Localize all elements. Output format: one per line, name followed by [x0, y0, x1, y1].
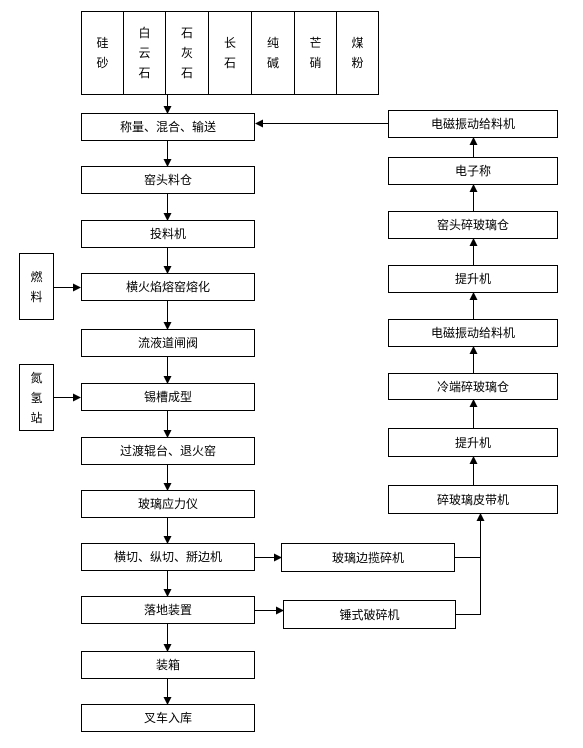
- nitrogen-hydrogen-station: 氮氢站: [19, 364, 54, 431]
- raw-material-limestone: 石灰石: [180, 25, 193, 80]
- step-tin-bath-forming: 锡槽成型: [81, 383, 255, 411]
- kiln-head-cullet-bin: 窑头碎玻璃仓: [388, 211, 558, 239]
- glass-edge-crusher: 玻璃边揽碎机: [281, 543, 455, 572]
- step-cutting-snapping: 横切、纵切、掰边机: [81, 543, 255, 571]
- electromagnetic-vibrating-feeder-upper: 电磁振动给料机: [388, 110, 558, 138]
- step-packing: 装箱: [81, 651, 255, 679]
- cullet-belt-conveyor: 碎玻璃皮带机: [388, 485, 558, 514]
- step-batch-charger: 投料机: [81, 220, 255, 248]
- step-stress-meter: 玻璃应力仪: [81, 490, 255, 518]
- step-weighing-mixing-conveying: 称量、混合、输送: [81, 113, 255, 141]
- cold-end-cullet-bin: 冷端碎玻璃仓: [388, 373, 558, 400]
- elevator-upper: 提升机: [388, 265, 558, 293]
- step-cross-fired-furnace-melting: 横火焰熔窑熔化: [81, 273, 255, 301]
- hammer-crusher-to-belt-line: [456, 513, 485, 615]
- electromagnetic-vibrating-feeder-lower: 电磁振动给料机: [388, 319, 558, 347]
- step-kiln-head-silo: 窑头料仓: [81, 166, 255, 194]
- raw-material-mirabilite: 芒硝: [309, 35, 322, 70]
- step-unloading-device: 落地装置: [81, 596, 255, 624]
- step-canal-gate: 流液道闸阀: [81, 329, 255, 357]
- raw-material-silica-sand: 硅砂: [96, 35, 109, 70]
- electronic-scale: 电子称: [388, 157, 558, 185]
- fuel-input: 燃料: [19, 253, 54, 320]
- hammer-crusher: 锤式破碎机: [283, 600, 456, 629]
- raw-material-coal-powder: 煤粉: [351, 35, 364, 70]
- raw-material-table: [81, 11, 379, 95]
- elevator-lower: 提升机: [388, 428, 558, 457]
- raw-material-feldspar: 长石: [223, 35, 236, 70]
- raw-material-dolomite: 白云石: [138, 25, 151, 80]
- raw-material-soda-ash: 纯碱: [266, 35, 279, 70]
- step-forklift-storage: 叉车入库: [81, 704, 255, 732]
- step-transition-roller-annealing: 过渡辊台、退火窑: [81, 437, 255, 465]
